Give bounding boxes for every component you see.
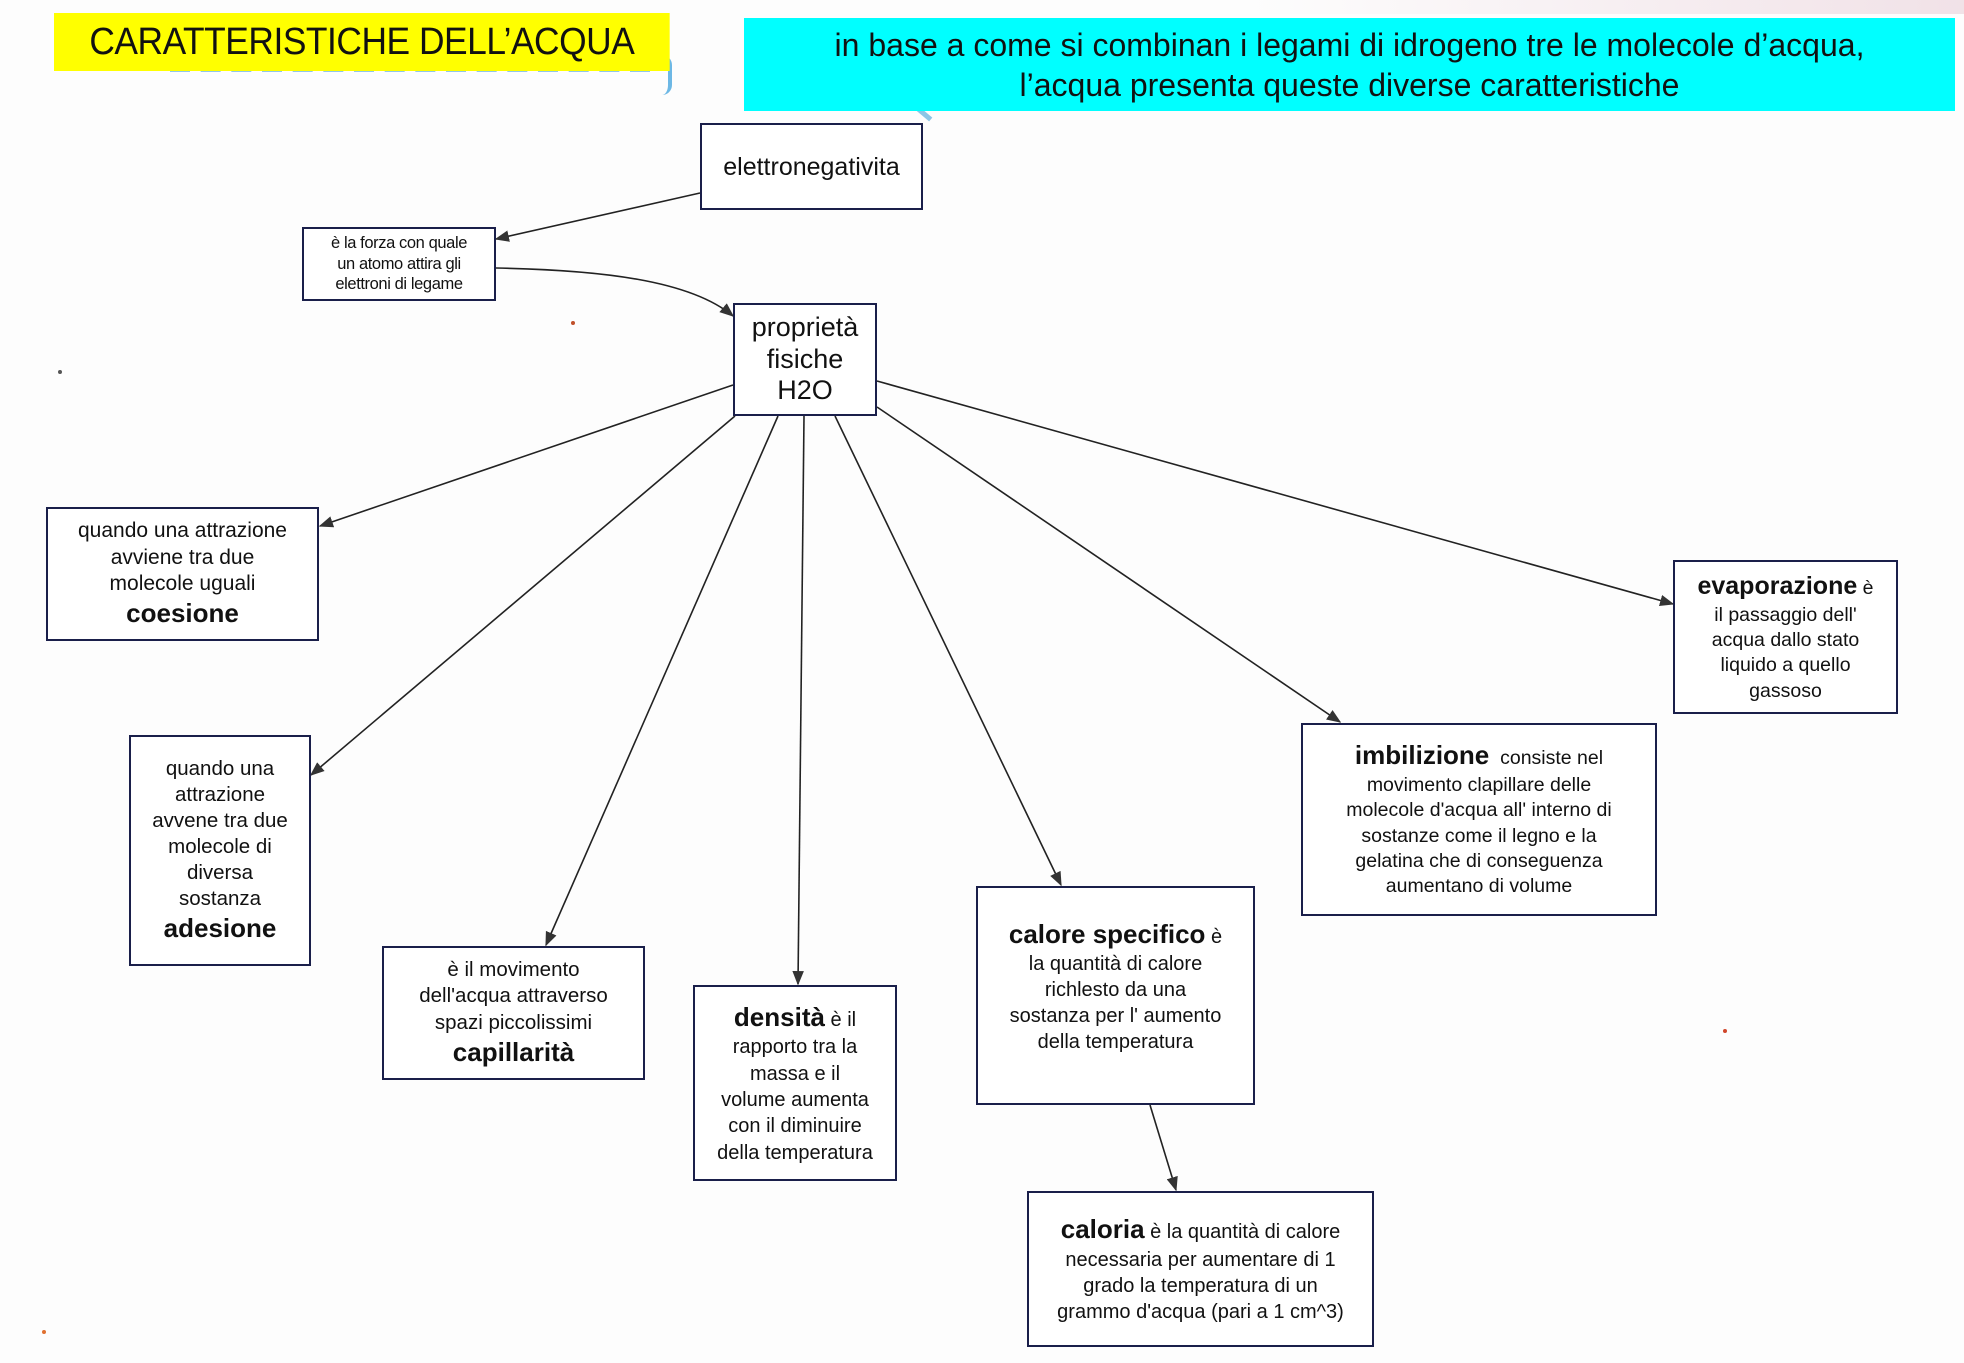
node-term-suffix: è [1205, 925, 1223, 948]
scan-tint [1250, 0, 1964, 14]
node-text-line: sostanza per l' aumento [1009, 1005, 1222, 1028]
node-text-line: sostanza [178, 887, 262, 911]
node-text-line: con il diminuire [728, 1115, 862, 1138]
page-title-text: CARATTERISTICHE DELL’ACQUA [89, 20, 635, 63]
node-text-line: la quantità di calore [1028, 953, 1203, 976]
link-proprieta-to-capillarita [545, 415, 779, 947]
node-text-line: sostanze come il legno e la [1361, 824, 1597, 847]
link-proprieta-to-densita [792, 415, 805, 986]
node-text-line: acqua dallo stato [1711, 628, 1860, 651]
node-term: caloria [1060, 1214, 1145, 1245]
link-proprieta-to-adesione [309, 415, 736, 776]
node-evaporazione: evaporazione è il passaggio dell' acqua … [1673, 560, 1898, 714]
node-text-line: molecole uguali [109, 571, 256, 595]
node-proprieta-fisiche: proprietà fisiche H2O [733, 303, 877, 416]
node-text-line: volume aumenta [721, 1088, 869, 1111]
node-text-line: spazi piccolissimi [434, 1010, 593, 1034]
node-coesione: quando una attrazione avviene tra due mo… [46, 507, 319, 641]
node-text-line: fisiche [766, 343, 844, 374]
node-text-line: movimento clapillare delle [1366, 774, 1592, 797]
node-caloria: caloria è la quantità di calore necessar… [1027, 1191, 1374, 1347]
intro-line: in base a come si combinan i legami di i… [834, 26, 1865, 63]
node-heading: imbilizione consiste nel [1355, 739, 1603, 773]
node-text-line: liquido a quello [1720, 654, 1851, 677]
node-term: coesione [126, 598, 239, 629]
node-definizione-elettronegativita: è la forza con quale un atomo attira gli… [302, 227, 496, 301]
node-text-line: un atomo attira gli [337, 254, 461, 273]
handwriting-stroke [662, 55, 672, 95]
scan-speck [42, 1330, 46, 1334]
node-heading: caloria è la quantità di calore [1061, 1213, 1341, 1247]
node-term-suffix: è la quantità di calore [1144, 1221, 1341, 1244]
intro-note: in base a come si combinan i legami di i… [744, 18, 1955, 111]
node-term: adesione [163, 913, 277, 944]
node-heading: densità è il [734, 1000, 856, 1034]
node-text-line: elettroni di legame [335, 275, 463, 294]
node-text-line: gelatina che di conseguenza [1355, 850, 1603, 873]
link-proprieta-to-coesione [318, 384, 734, 528]
node-text-line: massa e il [749, 1062, 841, 1085]
node-elettronegativita: elettronegativita [700, 123, 923, 210]
node-term-suffix: è [1857, 577, 1874, 600]
node-text-line: della temperatura [1037, 1031, 1194, 1054]
node-text-line: molecole d'acqua all' interno di [1346, 799, 1612, 822]
node-text-line: il passaggio dell' [1714, 603, 1857, 626]
link-definizione-to-proprieta [495, 267, 735, 317]
node-text-line: avvene tra due [152, 808, 288, 832]
node-adesione: quando una attrazione avvene tra due mol… [129, 735, 311, 966]
node-term: calore specifico [1008, 918, 1206, 949]
node-text-line: proprietà [751, 311, 859, 342]
node-capillarita: è il movimento dell'acqua attraverso spa… [382, 946, 645, 1080]
scan-speck [58, 370, 62, 374]
node-term: capillarità [452, 1036, 575, 1067]
node-heading: calore specifico è [1009, 918, 1222, 952]
node-text-line: diversa [186, 861, 254, 885]
node-text-line: necessaria per aumentare di 1 [1065, 1248, 1336, 1271]
node-text-line: della temperatura [717, 1141, 873, 1164]
node-text-line: H2O [777, 375, 833, 406]
node-text-line: dell'acqua attraverso [419, 984, 608, 1008]
node-text-line: gassoso [1749, 679, 1822, 702]
intro-line: l’acqua presenta queste diverse caratter… [1019, 66, 1680, 103]
node-densita: densità è il rapporto tra la massa e il … [693, 985, 897, 1181]
scan-speck [1723, 1029, 1727, 1033]
node-text-line: grammo d'acqua (pari a 1 cm^3) [1057, 1300, 1344, 1323]
node-term-suffix: è il [824, 1008, 857, 1031]
link-proprieta-to-evaporazione [876, 380, 1675, 607]
node-heading: evaporazione è [1697, 570, 1873, 603]
link-elettronegativita-to-definizione [494, 192, 701, 242]
link-calore-specifico-to-caloria [1149, 1104, 1178, 1192]
link-proprieta-to-calore-specifico [834, 415, 1062, 887]
node-text-line: avviene tra due [110, 545, 255, 569]
node-text-line: è la forza con quale [330, 234, 467, 253]
node-text-line: aumentano di volume [1385, 875, 1573, 898]
node-text-line: attrazione [174, 782, 266, 806]
node-text-line: è il movimento [447, 958, 580, 982]
page-title: CARATTERISTICHE DELL’ACQUA [54, 13, 670, 71]
scan-speck [571, 321, 575, 325]
node-term: imbilizione [1354, 740, 1490, 771]
node-text-line: quando una [165, 756, 275, 780]
link-proprieta-to-imbilizione [876, 406, 1342, 723]
node-text-line: molecole di [168, 834, 272, 858]
node-text-line: grado la temperatura di un [1083, 1274, 1318, 1297]
node-imbilizione: imbilizione consiste nel movimento clapi… [1301, 723, 1657, 916]
node-text-line: richlesto da una [1044, 979, 1187, 1002]
node-text-line: rapporto tra la [732, 1036, 858, 1059]
node-calore-specifico: calore specifico è la quantità di calore… [976, 886, 1255, 1105]
node-term: densità [733, 1001, 825, 1032]
node-label: elettronegativita [723, 153, 900, 181]
node-term-suffix: consiste nel [1489, 747, 1604, 770]
node-term: evaporazione [1697, 572, 1858, 601]
node-text-line: quando una attrazione [77, 519, 287, 543]
